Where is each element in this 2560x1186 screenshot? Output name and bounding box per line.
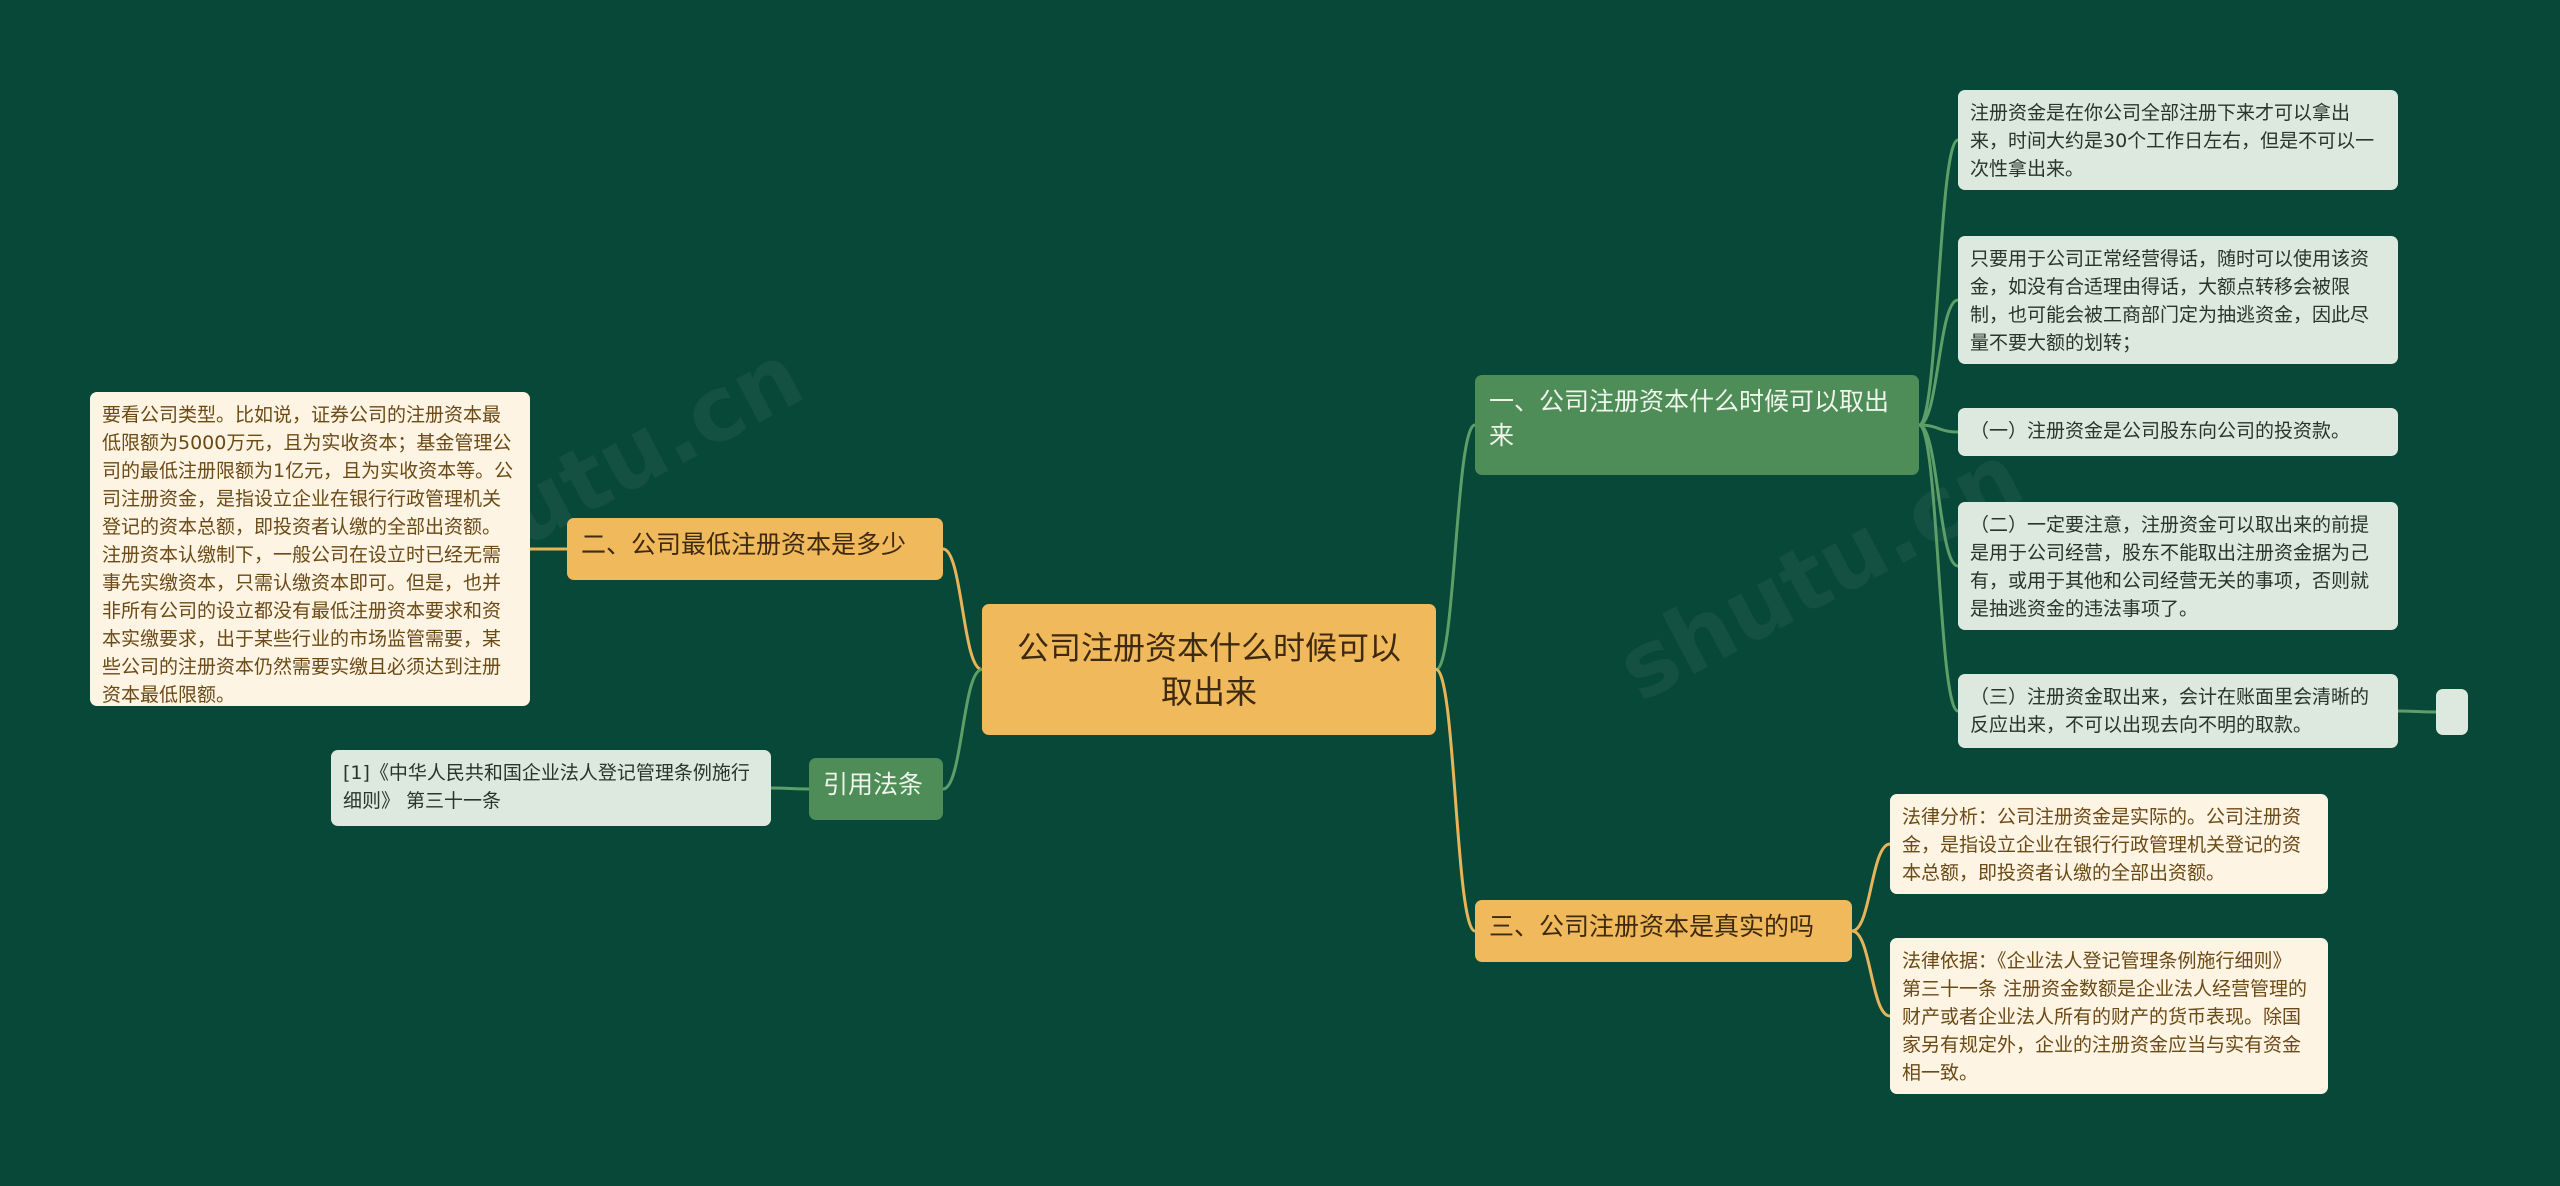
leaf-topic[interactable]: 注册资金是在你公司全部注册下来才可以拿出来，时间大约是30个工作日左右，但是不可…	[1958, 90, 2398, 190]
connector-line	[1918, 298, 1959, 427]
connector-line	[1918, 423, 1959, 568]
leaf-topic-text: 要看公司类型。比如说，证券公司的注册资本最低限额为5000万元，且为实收资本；基…	[102, 404, 514, 706]
leaf-topic[interactable]: 法律分析：公司注册资金是实际的。公司注册资金，是指设立企业在银行行政管理机关登记…	[1890, 794, 2328, 894]
leaf-topic-text: [1]《中华人民共和国企业法人登记管理条例施行细则》 第三十一条	[343, 762, 750, 812]
connector-line	[1918, 423, 1959, 434]
leaf-topic-text: 法律依据：《企业法人登记管理条例施行细则》 第三十一条 注册资金数额是企业法人经…	[1902, 950, 2308, 1084]
root-topic[interactable]: 公司注册资本什么时候可以取出来	[982, 604, 1436, 735]
connector-line	[1851, 842, 1891, 933]
leaf-topic[interactable]: （三）注册资金取出来，会计在账面里会清晰的反应出来，不可以出现去向不明的取款。	[1958, 674, 2398, 748]
leaf-topic-text: 只要用于公司正常经营得话，随时可以使用该资金，如没有合适理由得话，大额点转移会被…	[1970, 248, 2370, 354]
connector-line	[770, 786, 810, 791]
connector-line	[942, 547, 983, 671]
leaf-topic[interactable]: 要看公司类型。比如说，证券公司的注册资本最低限额为5000万元，且为实收资本；基…	[90, 392, 530, 706]
connector-line	[1851, 929, 1891, 1018]
leaf-topic-text: （一）注册资金是公司股东向公司的投资款。	[1970, 420, 2351, 442]
leaf-topic-text: （三）注册资金取出来，会计在账面里会清晰的反应出来，不可以出现去向不明的取款。	[1970, 686, 2370, 736]
branch-topic-when-withdraw[interactable]: 一、公司注册资本什么时候可以取出来	[1475, 375, 1919, 475]
leaf-topic-text: 注册资金是在你公司全部注册下来才可以拿出来，时间大约是30个工作日左右，但是不可…	[1970, 102, 2375, 180]
root-topic-label: 公司注册资本什么时候可以取出来	[1016, 628, 1401, 711]
connector-line	[1434, 668, 1477, 933]
branch-topic-label: 一、公司注册资本什么时候可以取出来	[1489, 387, 1890, 450]
branch-topic-minimum-capital[interactable]: 二、公司最低注册资本是多少	[567, 518, 943, 580]
connector-line	[1917, 423, 1960, 713]
branch-topic-label: 二、公司最低注册资本是多少	[581, 530, 907, 559]
connector-line	[1917, 138, 1960, 427]
connector-line	[1435, 423, 1476, 671]
leaf-topic[interactable]: （二）一定要注意，注册资金可以取出来的前提是用于公司经营，股东不能取出注册资金据…	[1958, 502, 2398, 630]
connector-line	[942, 668, 983, 791]
branch-topic-cited-law[interactable]: 引用法条	[809, 758, 943, 820]
branch-topic-label: 三、公司注册资本是真实的吗	[1489, 912, 1815, 941]
leaf-topic[interactable]: 法律依据：《企业法人登记管理条例施行细则》 第三十一条 注册资金数额是企业法人经…	[1890, 938, 2328, 1094]
branch-topic-is-capital-real[interactable]: 三、公司注册资本是真实的吗	[1475, 900, 1852, 962]
leaf-topic[interactable]: （一）注册资金是公司股东向公司的投资款。	[1958, 408, 2398, 456]
empty-subtopic[interactable]	[2436, 689, 2468, 735]
connector-line	[2397, 709, 2437, 714]
leaf-topic[interactable]: 只要用于公司正常经营得话，随时可以使用该资金，如没有合适理由得话，大额点转移会被…	[1958, 236, 2398, 364]
branch-topic-label: 引用法条	[823, 770, 924, 799]
leaf-topic-text: （二）一定要注意，注册资金可以取出来的前提是用于公司经营，股东不能取出注册资金据…	[1970, 514, 2370, 620]
leaf-topic-text: 法律分析：公司注册资金是实际的。公司注册资金，是指设立企业在银行行政管理机关登记…	[1902, 806, 2302, 884]
leaf-topic[interactable]: [1]《中华人民共和国企业法人登记管理条例施行细则》 第三十一条	[331, 750, 771, 826]
